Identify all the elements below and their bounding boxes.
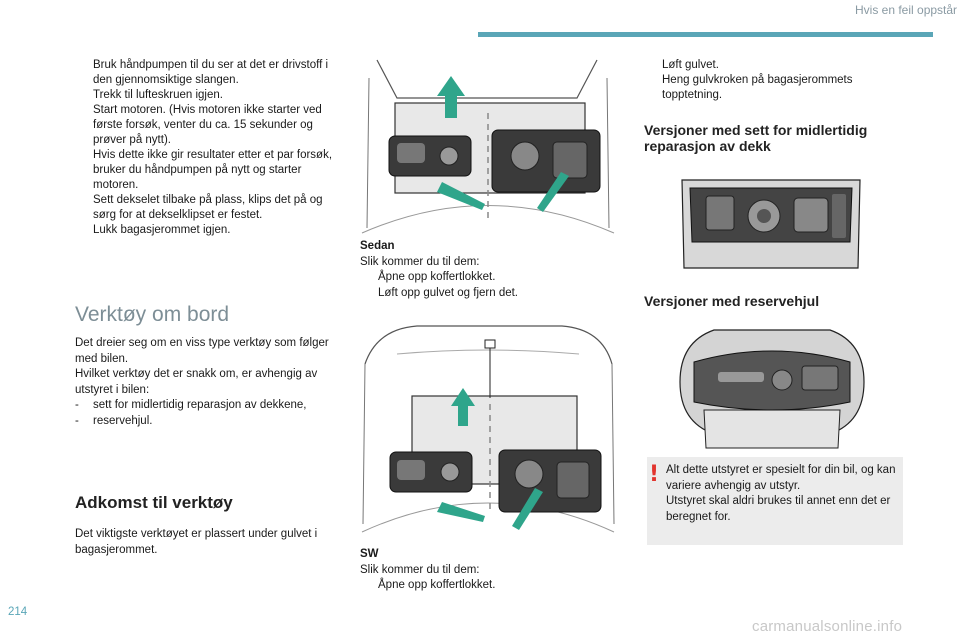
list-item: Bruk håndpumpen til du ser at det er dri… [93, 59, 329, 86]
access-text: Det viktigste verktøyet er plassert unde… [75, 528, 318, 556]
section-title: Hvis en feil oppstår [855, 3, 958, 17]
list-item: Sett dekselet tilbake på plass, klips de… [93, 194, 323, 221]
sw-trunk-illustration [357, 324, 619, 536]
sw-instructions: SW Slik kommer du til dem: Åpne opp koff… [360, 547, 622, 594]
sedan-trunk-illustration [357, 58, 619, 235]
watermark: carmanualsonline.info [752, 618, 903, 635]
list-item: Start motoren. (Hvis motoren ikke starte… [93, 104, 322, 146]
tools-intro: Det dreier seg om en viss type verktøy s… [75, 336, 340, 429]
floor-steps-list: Løft gulvet. Heng gulvkroken på bagasjer… [644, 58, 899, 103]
repair-kit-heading: Versjoner med sett for midlertidig repar… [644, 122, 868, 154]
warning-text: Alt dette utstyret er spesielt for din b… [666, 464, 896, 523]
sedan-label: Sedan [360, 240, 395, 252]
warning-icon: ! [649, 462, 660, 487]
warning-box [647, 457, 903, 545]
sedan-instructions: Sedan Slik kommer du til dem: Åpne opp k… [360, 239, 622, 301]
spare-wheel-heading: Versjoner med reservehjul [644, 293, 820, 309]
tools-item: reservehjul. [93, 414, 153, 427]
spare-wheel-illustration [674, 322, 870, 452]
list-item: Trekk til lufteskruen igjen. [93, 89, 223, 101]
list-item: Løft gulvet. [662, 59, 719, 71]
list-item: Lukk bagasjerommet igjen. [93, 224, 231, 236]
sw-label: SW [360, 548, 379, 560]
tools-heading: Verktøy om bord [75, 303, 230, 326]
page-number: 214 [8, 606, 28, 618]
header-accent-bar [478, 32, 933, 37]
list-item: Hvis dette ikke gir resultater etter et … [93, 149, 333, 191]
list-item: Heng gulvkroken på bagasjerommets toppte… [662, 74, 853, 101]
tools-item: sett for midlertidig reparasjon av dekke… [93, 399, 307, 411]
access-heading: Adkomst til verktøy [75, 493, 233, 512]
repair-kit-illustration [676, 172, 866, 277]
procedure-list: Bruk håndpumpen til du ser at det er dri… [75, 58, 340, 238]
